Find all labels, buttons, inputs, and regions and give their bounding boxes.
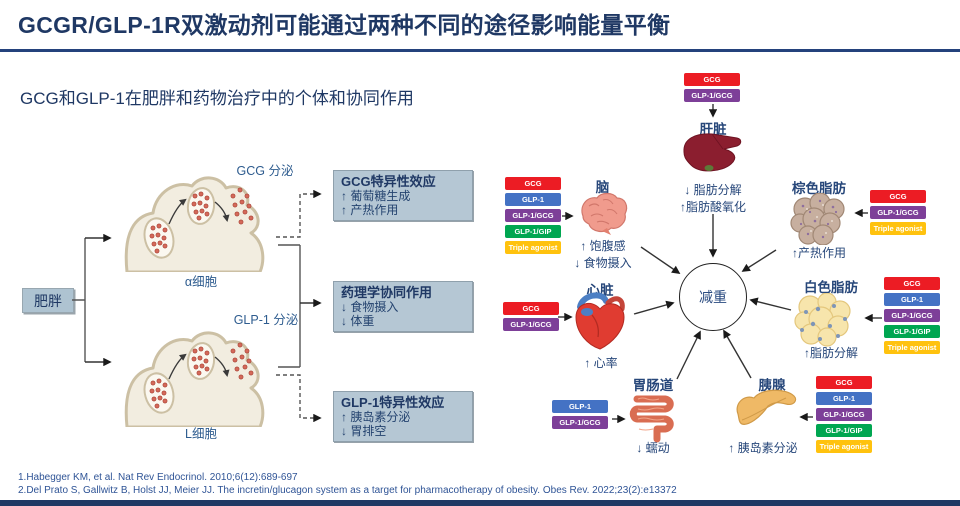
effect-text: ↓ 脂肪分解 <box>684 183 742 197</box>
agonist-chip-glp1-gcg: GLP-1/GCG <box>503 318 559 331</box>
bottom-bar <box>0 500 960 506</box>
agonist-chip-glp1-gcg: GLP-1/GCG <box>552 416 608 429</box>
intestine-icon <box>629 395 674 443</box>
agonist-chip-glp1: GLP-1 <box>816 392 872 405</box>
obesity-box: 肥胖 <box>22 288 74 313</box>
agonist-chip-triple: Triple agonist <box>870 222 926 235</box>
organ-name-white-fat: 白色脂肪 <box>804 280 858 295</box>
agonist-chip-glp1-gcg: GLP-1/GCG <box>816 408 872 421</box>
organ-name-pancreas: 胰腺 <box>758 378 786 393</box>
organ-name-brown-fat: 棕色脂肪 <box>792 181 846 196</box>
effect-text: ↑ 胰岛素分泌 <box>728 441 798 455</box>
effect-box-title: GLP-1特异性效应 <box>341 395 445 410</box>
agonist-chip-glp1-gip: GLP-1/GIP <box>816 424 872 437</box>
gcg-secretion-label: GCG 分泌 <box>236 164 294 178</box>
effect-text: ↑产热作用 <box>791 246 846 260</box>
agonist-chip-glp1: GLP-1 <box>505 193 561 206</box>
references: 1.Habegger KM, et al. Nat Rev Endocrinol… <box>18 471 677 497</box>
brain-icon <box>581 192 628 235</box>
brain-agonist-stack: GCG GLP-1 GLP-1/GCG GLP-1/GIP Triple ago… <box>505 177 561 257</box>
effect-text: ↓ 蠕动 <box>636 441 670 455</box>
white-fat-agonist-stack: GCG GLP-1 GLP-1/GCG GLP-1/GIP Triple ago… <box>884 277 940 357</box>
effect-box-synergy: 药理学协同作用 ↓ 食物摄入 ↓ 体重 <box>333 281 473 332</box>
reference-line-2: 2.Del Prato S, Gallwitz B, Holst JJ, Mei… <box>18 485 677 496</box>
gi-agonist-stack: GLP-1 GLP-1/GCG <box>552 400 608 432</box>
agonist-chip-gcg: GCG <box>503 302 559 315</box>
agonist-chip-triple: Triple agonist <box>505 241 561 254</box>
reference-line-1: 1.Habegger KM, et al. Nat Rev Endocrinol… <box>18 472 298 483</box>
heart-effects: ↑ 心率 <box>576 355 626 372</box>
effect-text: ↓ 食物摄入 <box>574 256 632 270</box>
effect-box-glp1: GLP-1特异性效应 ↑ 胰岛素分泌 ↓ 胃排空 <box>333 391 473 442</box>
agonist-chip-glp1: GLP-1 <box>884 293 940 306</box>
page-title: GCGR/GLP-1R双激动剂可能通过两种不同的途径影响能量平衡 <box>18 12 671 38</box>
liver-icon <box>683 133 742 172</box>
effect-box-title: 药理学协同作用 <box>341 285 433 300</box>
alpha-cell-label: α细胞 <box>184 275 218 289</box>
agonist-chip-gcg: GCG <box>505 177 561 190</box>
effect-text: ↑ 饱腹感 <box>580 239 626 253</box>
agonist-chip-glp1-gcg: GLP-1/GCG <box>870 206 926 219</box>
agonist-chip-glp1: GLP-1 <box>552 400 608 413</box>
agonist-chip-triple: Triple agonist <box>884 341 940 354</box>
effect-box-item: ↑ 葡萄糖生成 <box>341 189 411 203</box>
l-cell-label: L细胞 <box>185 427 217 441</box>
organ-name-liver: 肝脏 <box>699 122 727 137</box>
organ-name-brain: 脑 <box>595 180 610 195</box>
liver-agonist-stack: GCG GLP-1/GCG <box>684 73 740 105</box>
l-cell-icon <box>118 327 280 427</box>
agonist-chip-gcg: GCG <box>684 73 740 86</box>
white-fat-icon <box>794 293 851 347</box>
effect-text: ↑脂肪酸氧化 <box>679 200 746 214</box>
pancreas-effects: ↑ 胰岛素分泌 <box>722 440 804 457</box>
brown-fat-icon <box>790 193 845 245</box>
title-underline <box>0 49 960 52</box>
effect-text: ↑ 心率 <box>584 356 618 370</box>
heart-icon <box>575 292 625 350</box>
effect-box-item: ↑ 胰岛素分泌 <box>341 410 411 424</box>
agonist-chip-gcg: GCG <box>884 277 940 290</box>
white-fat-effects: ↑脂肪分解 <box>798 345 864 362</box>
effect-box-title: GCG特异性效应 <box>341 174 436 189</box>
effect-box-item: ↓ 体重 <box>341 314 375 328</box>
pancreas-agonist-stack: GCG GLP-1 GLP-1/GCG GLP-1/GIP Triple ago… <box>816 376 872 456</box>
agonist-chip-glp1-gcg: GLP-1/GCG <box>884 309 940 322</box>
effect-box-item: ↓ 食物摄入 <box>341 300 399 314</box>
brain-effects: ↑ 饱腹感 ↓ 食物摄入 <box>560 238 646 272</box>
agonist-chip-gcg: GCG <box>816 376 872 389</box>
pancreas-icon <box>736 389 797 425</box>
organ-name-gi-tract: 胃肠道 <box>632 378 674 393</box>
brown-fat-effects: ↑产热作用 <box>786 245 852 262</box>
alpha-cell-icon <box>118 172 280 272</box>
effect-box-item: ↑ 产热作用 <box>341 203 399 217</box>
effect-box-item: ↓ 胃排空 <box>341 424 387 438</box>
agonist-chip-glp1-gcg: GLP-1/GCG <box>684 89 740 102</box>
weight-loss-circle: 减重 <box>679 263 747 331</box>
effect-box-gcg: GCG特异性效应 ↑ 葡萄糖生成 ↑ 产热作用 <box>333 170 473 221</box>
agonist-chip-gcg: GCG <box>870 190 926 203</box>
liver-effects: ↓ 脂肪分解 ↑脂肪酸氧化 <box>672 182 754 216</box>
agonist-chip-glp1-gip: GLP-1/GIP <box>884 325 940 338</box>
brown-fat-agonist-stack: GCG GLP-1/GCG Triple agonist <box>870 190 926 238</box>
heart-agonist-stack: GCG GLP-1/GCG <box>503 302 559 334</box>
agonist-chip-glp1-gip: GLP-1/GIP <box>505 225 561 238</box>
effect-text: ↑脂肪分解 <box>803 346 858 360</box>
agonist-chip-triple: Triple agonist <box>816 440 872 453</box>
agonist-chip-glp1-gcg: GLP-1/GCG <box>505 209 561 222</box>
glp1-secretion-label: GLP-1 分泌 <box>233 313 299 327</box>
gi-effects: ↓ 蠕动 <box>626 440 680 457</box>
subtitle: GCG和GLP-1在肥胖和药物治疗中的个体和协同作用 <box>20 89 414 108</box>
